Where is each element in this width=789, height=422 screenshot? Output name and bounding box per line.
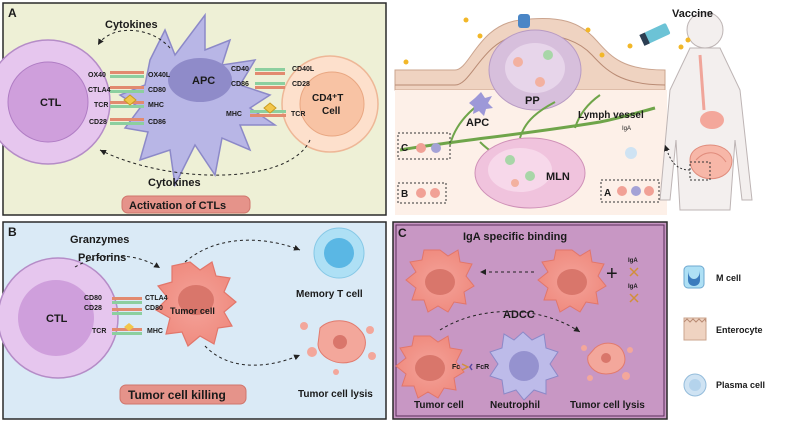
granzymes-label: Granzymes [70,234,129,246]
panel-b-letter: B [8,225,17,239]
b-ctl-receptor-0: CD80 [84,295,102,302]
legend: M cell Enterocyte Plasma cell [683,265,765,397]
legend-m-cell: M cell [683,265,741,289]
ctl-label: CTL [40,97,62,109]
gut-box-b [397,182,447,204]
cd4-receptor-1: CD28 [292,81,310,88]
plus-sign: + [606,263,618,285]
cd4-cell-label: Cell [322,106,341,117]
receptor-pairs-left [110,71,144,125]
cytokines-bottom-label: Cytokines [148,177,201,189]
legend-enterocyte: Enterocyte [683,317,763,341]
legend-enterocyte-label: Enterocyte [716,325,763,335]
b-tumor-cell-label: Tumor cell [170,306,215,316]
iga-icon-2 [629,293,639,303]
b-tumor-receptor-0: CTLA4 [145,295,168,302]
activation-banner [121,195,251,214]
iga-icon-1 [629,267,639,277]
legend-plasma-cell: Plasma cell [683,373,765,397]
panel-a-letter: A [8,6,17,20]
receptor-pairs-right [250,68,286,117]
killing-banner [119,384,247,405]
b-ctl-receptor-2: TCR [92,328,106,335]
apc-left-3: CD86 [148,119,166,126]
cd4-cell: CD4⁺T Cell [281,55,379,153]
cytokine-arrow-top [97,29,171,49]
perforins-label: Perforins [78,252,126,264]
b-ctl-label: CTL [46,313,68,325]
panel-a: A CTL APC CD4⁺T Cell [0,2,387,216]
ctl-receptor-1: CTLA4 [88,87,111,94]
lymph-vessel-label: Lymph vessel [578,110,644,121]
gut-box-a-letter: A [604,188,611,199]
panel-c-letter: C [398,226,407,240]
b-tumor-receptor-2: MHC [147,328,163,335]
c-lysis-label: Tumor cell lysis [570,400,645,411]
ctl-cell: CTL [0,39,111,165]
cd4-receptor-0: CD40L [292,66,315,73]
ctl-receptor-3: CD28 [89,119,107,126]
b-ctl-receptor-1: CD28 [84,305,102,312]
fc-label: Fc [452,364,460,371]
gut-iga-label: IgA [622,126,631,132]
b-ctl-cell: CTL [0,257,119,379]
b-tumor-cell [155,261,237,347]
lymph-vessel [399,106,656,152]
cd4-label: CD4⁺T [312,93,343,104]
apc-cell: APC [118,12,278,188]
ctl-receptor-2: TCR [94,102,108,109]
memory-t-cell-label: Memory T cell [296,289,363,300]
gut-panel: PP Lymph vessel APC MLN IgA C B A [393,3,667,215]
c-iga-label-2: IgA [628,284,638,290]
neutrophil-label: Neutrophil [490,400,540,411]
c-tumor-cell-label: Tumor cell [414,400,464,411]
gut-box-b-letter: B [401,189,408,200]
apc-left-1: CD80 [148,87,166,94]
panel-c: C IgA specific binding + IgA IgA ADCC Fc… [392,221,668,420]
apc-small-icon [469,92,493,116]
fcr-label: FcR [476,364,489,371]
activation-banner-text: Activation of CTLs [129,200,226,212]
b-lysis-label: Tumor cell lysis [298,389,373,400]
lysis-cell [300,320,376,375]
apc-right-2: MHC [226,111,242,118]
apc-right-1: CD86 [231,81,249,88]
pp-label: PP [525,95,540,107]
apc-right-0: CD40 [231,66,249,73]
c-tumor-bottom [395,335,465,399]
killing-banner-text: Tumor cell killing [128,388,226,402]
legend-m-cell-label: M cell [716,273,741,283]
c-iga-label-1: IgA [628,258,638,264]
mln-label: MLN [546,171,570,183]
vaccine-vial-icon [639,23,671,46]
ctl-receptor-0: OX40 [88,72,106,79]
adcc-label: ADCC [503,309,535,321]
cd4-receptor-2: TCR [291,111,305,118]
human-figure: Vaccine [639,8,753,211]
gut-apc-label: APC [466,117,489,129]
cytokine-arrow-bottom [99,139,311,176]
gut-box-c [397,132,451,160]
gut-box-c-letter: C [401,143,408,154]
neutrophil-cell [489,331,559,401]
iga-title: IgA specific binding [463,231,567,243]
b-tumor-receptor-1: CD80 [145,305,163,312]
panel-b: B CTL CD80 CD28 TCR CTLA4 CD80 MHC Tumor… [0,221,387,420]
gut-box-a [600,179,660,203]
gut-plasma-cell [625,147,637,159]
cytokines-top-label: Cytokines [105,19,158,31]
c-tumor-left [405,249,475,313]
enterocyte-legend-icon [683,317,707,341]
memory-t-cell [313,227,365,279]
apc-left-0: OX40L [148,72,171,79]
legend-plasma-cell-label: Plasma cell [716,380,765,390]
c-tumor-right [537,249,607,313]
vaccine-label: Vaccine [672,8,713,20]
apc-left-2: MHC [148,102,164,109]
apc-label: APC [192,75,215,87]
m-cell-icon [518,14,530,28]
c-lysis-cell [581,342,633,381]
